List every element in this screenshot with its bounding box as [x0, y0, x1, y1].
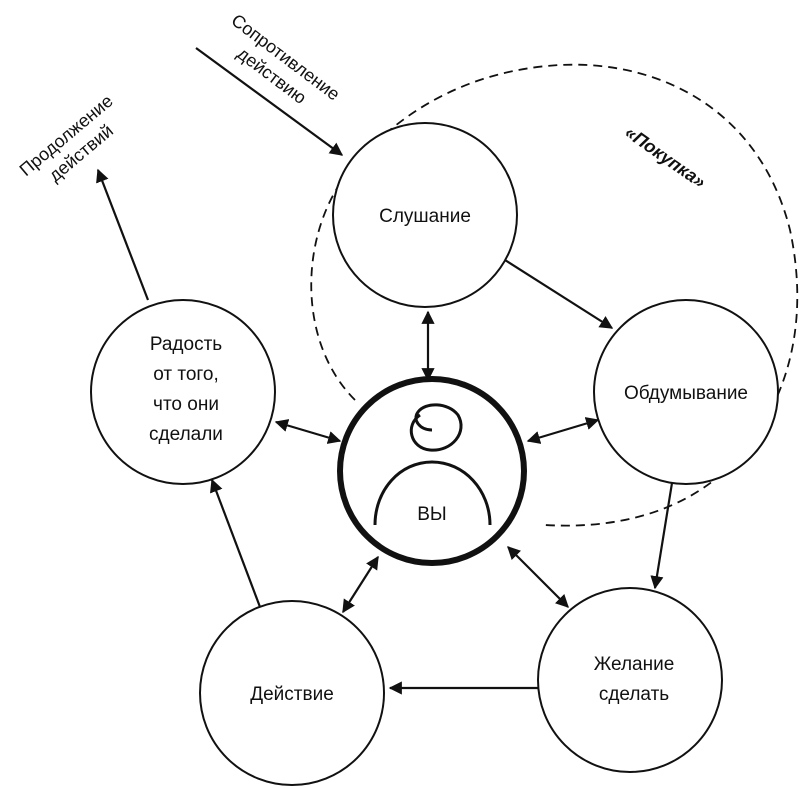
- node-action: Действие: [199, 600, 385, 786]
- double-arrow-center-desire: [507, 546, 569, 608]
- node-desire-label-line1: Желание: [594, 654, 675, 675]
- node-joy-label-line1: Радость: [150, 334, 222, 355]
- arrow-resistance-to-listening: [195, 47, 344, 156]
- center-you-label: ВЫ: [417, 504, 447, 525]
- node-listening-label: Слушание: [379, 206, 471, 227]
- resistance-label: Сопротивление действию: [228, 10, 344, 108]
- node-desire-label-line2: сделать: [599, 684, 669, 705]
- node-action-label: Действие: [250, 684, 334, 705]
- purchase-label-text: «Покупка»: [621, 122, 709, 192]
- node-desire: Желание сделать: [537, 587, 723, 773]
- node-center-you: ВЫ: [337, 376, 527, 566]
- continuation-label: Продолжение действий: [16, 91, 117, 186]
- arrow-listening-to-considering: [504, 259, 614, 329]
- purchase-label: «Покупка»: [621, 122, 709, 192]
- node-considering-label: Обдумывание: [624, 383, 748, 404]
- node-considering: Обдумывание: [593, 299, 779, 485]
- double-arrow-center-considering: [526, 417, 600, 444]
- arrow-considering-to-desire: [650, 482, 674, 590]
- node-joy: Радость от того, что они сделали: [90, 299, 276, 485]
- node-listening: Слушание: [332, 122, 518, 308]
- double-arrow-center-joy: [274, 419, 342, 444]
- arrow-joy-to-continuation: [96, 168, 150, 301]
- node-joy-label-line2: от того,: [153, 364, 219, 385]
- double-arrow-center-action: [342, 555, 379, 614]
- node-joy-label-line4: сделали: [149, 424, 223, 445]
- person-icon: [373, 403, 492, 526]
- node-joy-label-line3: что они: [153, 394, 219, 415]
- arrow-action-to-joy: [210, 478, 262, 608]
